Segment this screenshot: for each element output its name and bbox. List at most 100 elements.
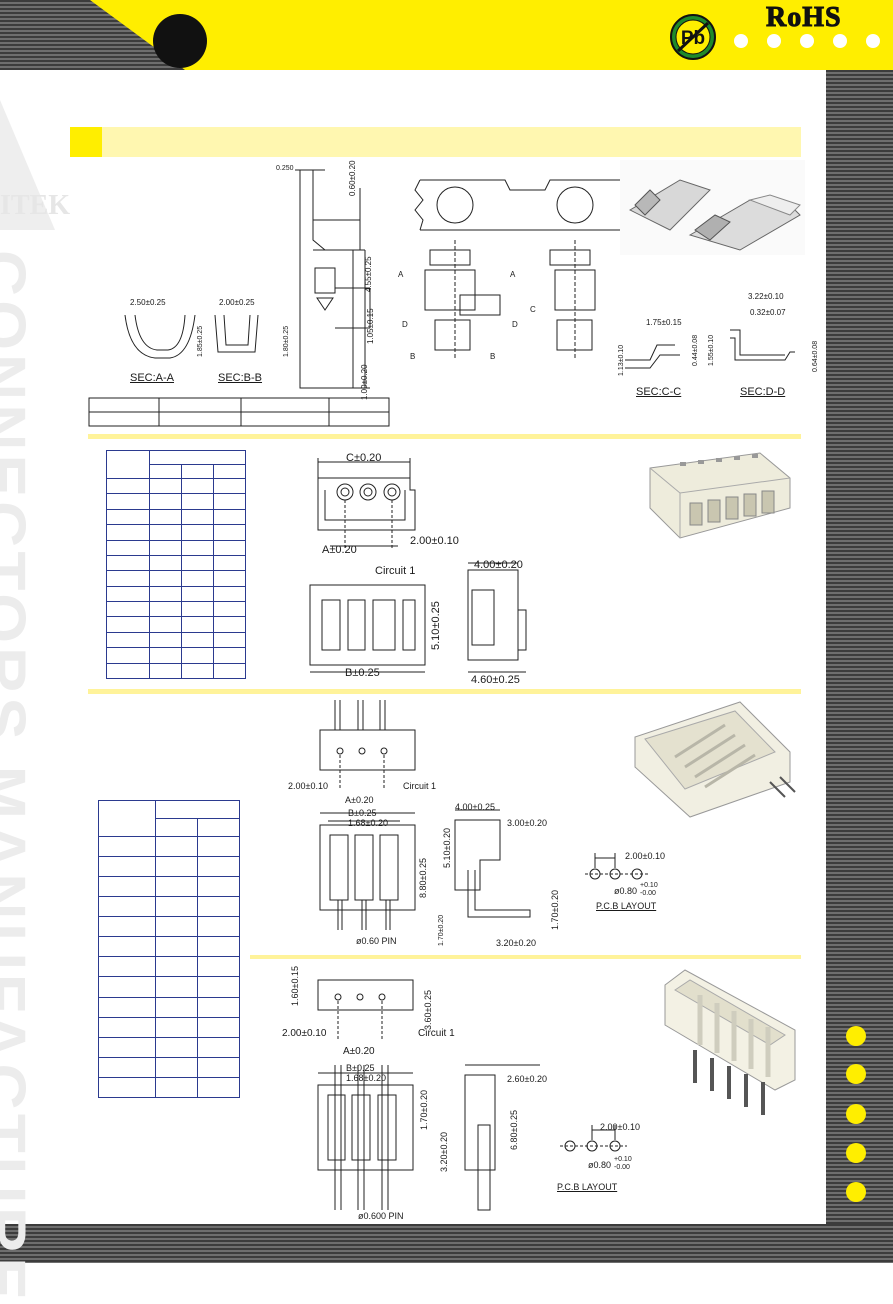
header-dots: [734, 34, 884, 50]
dim-st-pitch: 2.00±0.10: [282, 1028, 327, 1039]
header-black-circle: [153, 14, 207, 68]
cut-label-b-left: B: [410, 352, 416, 361]
dim-terminal-mid: 1.05±0.15: [366, 308, 375, 344]
dim-st-b: B±0.25: [346, 1063, 375, 1073]
terminal-photo: [620, 160, 805, 255]
dim-terminal-length: 4.55±0.25: [364, 256, 373, 292]
dim-housing-c: C±0.20: [346, 452, 382, 464]
pcb-layout-2: [560, 1125, 627, 1152]
dim-sec-cc-thk: 0.44±0.08: [692, 334, 699, 366]
terminal-drawing: [88, 169, 795, 427]
side-dot-5: [846, 1182, 866, 1202]
dim-sec-dd-height: 1.55±0.10: [708, 334, 715, 366]
dim-housing-a: A±0.20: [322, 544, 357, 556]
section-label-bb: SEC:B-B: [218, 372, 263, 384]
side-dot-1: [846, 1026, 866, 1046]
dim-st-depth: 3.60±0.25: [423, 990, 433, 1030]
dim-sec-bb-height: 1.80±0.25: [283, 325, 290, 357]
housing-drawing: [309, 458, 527, 673]
watermark-triangle-logo: [0, 100, 55, 230]
cut-label-d-right: D: [512, 320, 518, 329]
straight-drawing: [317, 979, 540, 1211]
dim-ra-pcb-tol-plus: +0.10: [640, 882, 658, 889]
section-title-bar: [70, 127, 801, 157]
section-label-cc: SEC:C-C: [636, 386, 682, 398]
watermark-company: ITEK: [0, 190, 71, 221]
st-circuit-1-label: Circuit 1: [418, 1028, 455, 1039]
dim-ra-left-pin: 1.70±0.20: [438, 914, 445, 946]
straight-header-photo: [664, 969, 796, 1115]
housing-spec-table: [106, 450, 246, 679]
divider-2: [88, 689, 801, 694]
dim-sec-aa-width: 2.50±0.25: [130, 298, 166, 307]
section-label-aa: SEC:A-A: [130, 372, 175, 384]
cut-label-a-left: A: [398, 270, 404, 279]
cut-label-a-right: A: [510, 270, 516, 279]
dim-ra-a: A±0.20: [345, 795, 374, 805]
dim-ra-pin-dia: ø0.60 PIN: [356, 936, 397, 946]
dim-housing-depth: 4.00±0.20: [474, 559, 523, 571]
dim-housing-height: 5.10±0.25: [430, 601, 442, 650]
divider-3: [250, 955, 801, 959]
divider-1: [88, 434, 801, 439]
ra-pcb-layout-label: P.C.B LAYOUT: [596, 901, 657, 911]
dim-st-top: 1.60±0.15: [290, 966, 300, 1006]
dim-st-inner: 1.68±0.20: [346, 1073, 386, 1083]
pb-free-icon: Pb: [670, 14, 716, 60]
watermark-vertical-text: CONNECTORS MANUFACTURE: [0, 250, 39, 1304]
dim-st-pin-bottom: 3.20±0.20: [439, 1132, 449, 1172]
dim-housing-total-depth: 4.60±0.25: [471, 674, 520, 686]
cut-label-d-left: D: [402, 320, 408, 329]
dim-ra-b: B±0.25: [348, 808, 377, 818]
dim-st-width: 2.60±0.20: [507, 1074, 547, 1084]
dim-st-pcb-tol-plus: +0.10: [614, 1156, 632, 1163]
side-dot-3: [846, 1104, 866, 1124]
dim-sec-cc-height: 1.13±0.10: [618, 344, 625, 376]
housing-photo: [649, 452, 791, 539]
dim-st-pcb-hole: ø0.80: [588, 1160, 612, 1170]
section-title-marker: [70, 127, 102, 157]
cut-label-c: C: [530, 305, 536, 314]
rohs-label: RoHS: [766, 2, 842, 34]
dim-ra-height: 8.80±0.25: [418, 858, 428, 898]
right-angle-drawing: [319, 700, 531, 930]
dim-ra-pin-bend: 3.20±0.20: [496, 938, 536, 948]
footer-stripe: [0, 1224, 893, 1263]
dim-st-pin-top: 1.70±0.20: [419, 1090, 429, 1130]
right-angle-photo: [634, 701, 796, 818]
dim-st-height: 6.80±0.25: [509, 1110, 519, 1150]
dim-sec-dd-thk: 0.64±0.08: [812, 340, 819, 372]
dim-housing-b: B±0.25: [345, 667, 380, 679]
header-yellow-band: [90, 0, 893, 70]
dim-ra-depth2: 3.00±0.20: [507, 818, 547, 828]
dim-ra-inner: 1.68±0.20: [348, 818, 388, 828]
dim-ra-pcb-pitch: 2.00±0.10: [625, 851, 665, 861]
dim-sec-bb-width: 2.00±0.25: [219, 298, 255, 307]
dim-housing-pitch: 2.00±0.10: [410, 535, 459, 547]
ra-circuit-1-label: Circuit 1: [403, 781, 437, 791]
dim-sec-dd-inner: 0.32±0.07: [750, 308, 786, 317]
dim-ra-pin-len: 1.70±0.20: [550, 890, 560, 930]
side-dot-2: [846, 1064, 866, 1084]
dim-ra-depth: 4.00±0.25: [455, 802, 495, 812]
dim-st-pin-dia: ø0.600 PIN: [358, 1211, 404, 1221]
dim-ra-pcb-hole: ø0.80: [614, 886, 638, 896]
dim-terminal-thickness: 0.250: [276, 165, 294, 172]
dim-sec-cc-width: 1.75±0.15: [646, 318, 682, 327]
dim-st-pcb-tol-minus: -0.00: [614, 1164, 630, 1171]
dim-terminal-top: 0.60±0.20: [348, 160, 357, 196]
st-pcb-layout-label: P.C.B LAYOUT: [557, 1182, 618, 1192]
dim-sec-dd-width: 3.22±0.10: [748, 292, 784, 301]
dim-ra-side-height: 5.10±0.20: [442, 828, 452, 868]
housing-circuit-1-label: Circuit 1: [375, 565, 416, 577]
dim-ra-pitch: 2.00±0.10: [288, 781, 328, 791]
dim-terminal-bottom: 1.00±0.20: [360, 364, 369, 400]
pcb-layout-1: [585, 853, 650, 880]
right-stripe-column: [826, 70, 893, 1263]
dim-st-pcb-pitch: 2.00±0.10: [600, 1122, 640, 1132]
right-angle-spec-table: [98, 800, 240, 1099]
dim-ra-pcb-tol-minus: -0.00: [640, 890, 656, 897]
dim-sec-aa-height: 1.85±0.25: [197, 325, 204, 357]
dim-st-a: A±0.20: [343, 1046, 375, 1057]
side-dot-4: [846, 1143, 866, 1163]
